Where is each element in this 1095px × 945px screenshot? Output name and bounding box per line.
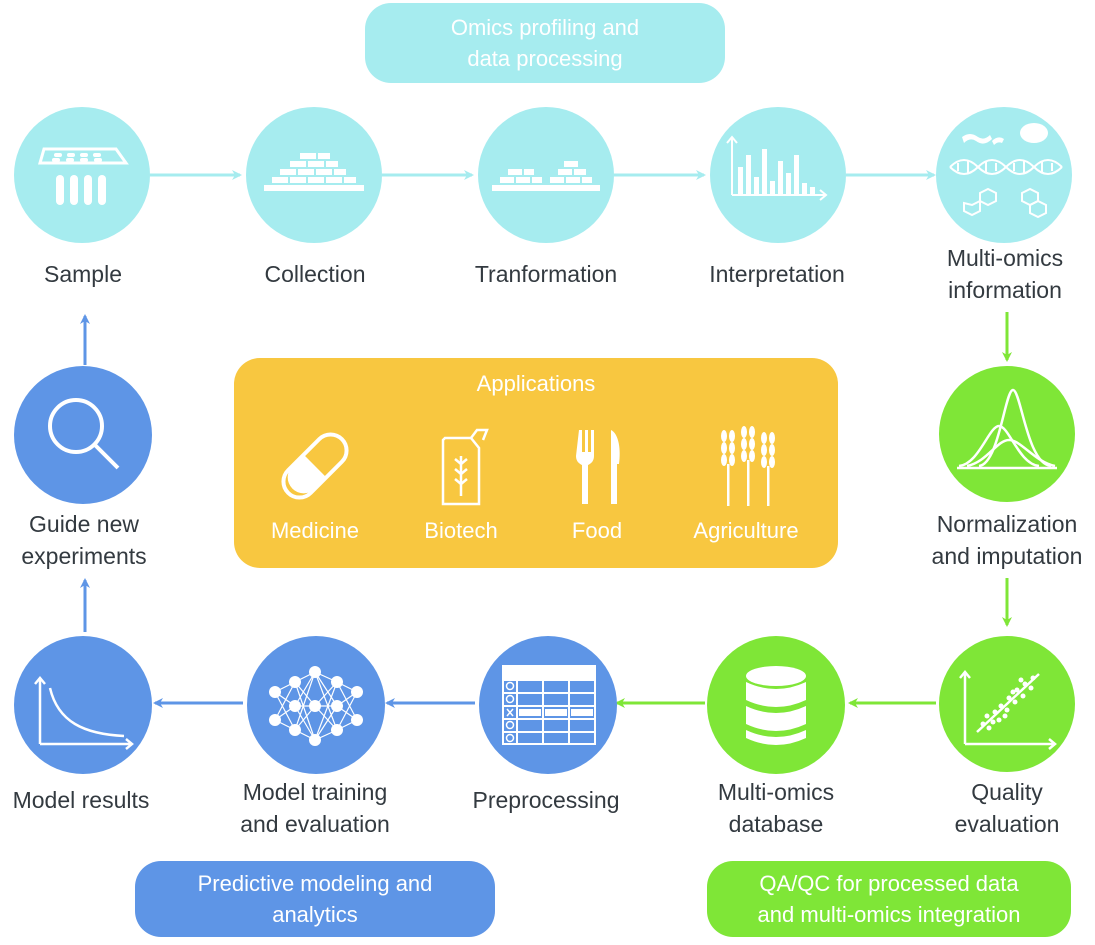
node-preprocessing [479,636,617,774]
footer-blue-line-2: analytics [272,902,358,927]
label-normalization-line-2: and imputation [931,543,1083,569]
node-sample [14,107,150,243]
pill-icon [281,432,349,500]
label-database-line-1: Multi-omics [717,779,835,805]
distribution-curves-icon [957,388,1057,470]
footer-predictive-modeling: Predictive modeling and analytics [135,861,495,937]
sample-plate-icon [38,147,129,205]
footer-blue-line-1: Predictive modeling and [197,871,433,896]
header-omics-profiling: Omics profiling and data processing [365,3,725,83]
fork-knife-icon [576,430,620,504]
magnifier-icon [48,398,120,470]
header-line-1: Omics profiling and [450,15,640,40]
label-collection: Collection [264,261,366,287]
label-multiomics-line-2: information [948,277,1062,303]
node-multiomics-information [936,107,1072,243]
bricks-icon [264,153,364,191]
label-multiomics-database: Multi-omics database [718,776,834,840]
label-normalization: Normalization and imputation [932,508,1083,572]
label-model-training: Model training and evaluation [240,776,390,840]
wheat-icon [721,426,775,506]
neural-network-icon [269,666,363,746]
applications-title: Applications [476,371,596,396]
label-multiomics-information: Multi-omics information [947,242,1063,306]
blocks-icon [492,161,600,191]
label-guide-new-experiments: Guide new experiments [21,508,146,572]
node-tranformation [478,107,614,243]
node-collection [246,107,382,243]
node-multiomics-database [707,636,845,774]
application-biotech: Biotech [424,518,498,543]
label-quality-line-1: Quality [971,779,1043,805]
molecules-icon [949,123,1063,219]
label-multiomics-line-1: Multi-omics [946,245,1064,271]
header-line-2: data processing [467,46,623,71]
bar-chart-icon [726,135,828,201]
applications-box: Applications [234,358,838,568]
label-preprocessing: Preprocessing [472,787,620,813]
label-training-line-2: and evaluation [240,811,390,837]
label-model-results: Model results [12,787,150,813]
label-normalization-line-1: Normalization [936,511,1078,537]
node-model-training [247,636,385,774]
label-guide-line-1: Guide new [29,511,139,537]
decay-curve-icon [34,676,134,750]
label-sample: Sample [44,261,122,287]
scatter-plot-icon [959,670,1057,750]
label-guide-line-2: experiments [21,543,147,569]
database-icon [746,666,806,745]
label-quality-evaluation: Quality evaluation [955,776,1060,840]
label-interpretation: Interpretation [709,261,845,287]
footer-green-line-2: and multi-omics integration [757,902,1021,927]
node-quality-evaluation [939,636,1075,772]
node-normalization [939,366,1075,502]
footer-qa-qc: QA/QC for processed data and multi-omics… [707,861,1071,937]
label-tranformation: Tranformation [474,261,618,287]
footer-green-line-1: QA/QC for processed data [759,871,1019,896]
table-icon [502,665,596,745]
application-food: Food [571,518,623,543]
label-quality-line-2: evaluation [954,811,1060,837]
node-guide-new-experiments [14,366,152,504]
node-model-results [14,636,152,774]
label-database-line-2: database [728,811,824,837]
node-interpretation [710,107,846,243]
application-agriculture: Agriculture [693,518,799,543]
label-training-line-1: Model training [242,779,388,805]
application-medicine: Medicine [270,518,360,543]
fuel-can-icon [441,428,489,506]
